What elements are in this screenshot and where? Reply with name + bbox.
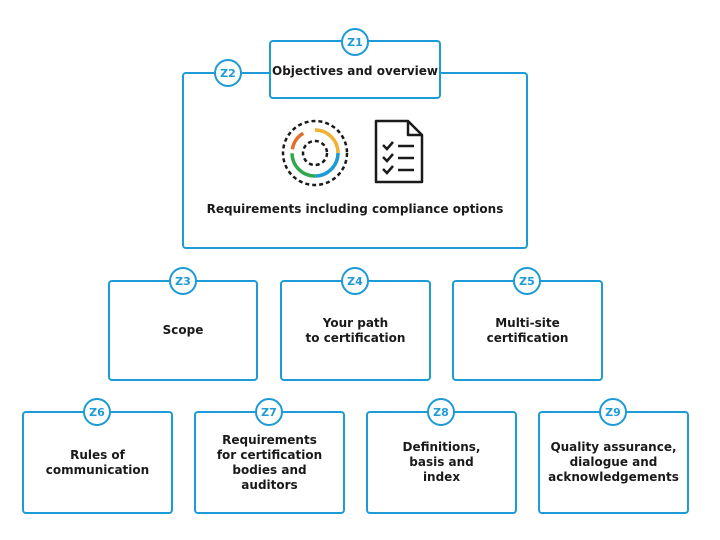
section-z5-label: Multi-site certification — [486, 315, 569, 345]
section-z4-label: Your path to certification — [305, 315, 406, 345]
section-z3-badge: Z3 — [169, 267, 197, 295]
section-z2-label: Requirements including compliance option… — [206, 202, 504, 216]
section-z2-box — [182, 72, 528, 249]
section-z2-badge: Z2 — [214, 59, 242, 87]
section-z1-badge: Z1 — [341, 28, 369, 56]
section-z6-box: Rules of communication — [22, 411, 173, 514]
section-z7-badge: Z7 — [255, 398, 283, 426]
cycle-icon — [281, 119, 349, 187]
section-z5-box: Multi-site certification — [452, 280, 603, 381]
section-z3-label: Scope — [162, 323, 204, 337]
section-z8-box: Definitions, basis and index — [366, 411, 517, 514]
section-z7-label: Requirements for certification bodies an… — [216, 432, 323, 492]
section-z1-label: Objectives and overview — [272, 64, 438, 78]
section-z6-label: Rules of communication — [45, 447, 150, 477]
section-z5-badge: Z5 — [513, 267, 541, 295]
section-z8-badge: Z8 — [427, 398, 455, 426]
section-z6-badge: Z6 — [83, 398, 111, 426]
section-z4-badge: Z4 — [341, 267, 369, 295]
section-z3-box: Scope — [108, 280, 258, 381]
section-z9-label: Quality assurance, dialogue and acknowle… — [548, 440, 679, 484]
section-z7-box: Requirements for certification bodies an… — [194, 411, 345, 514]
checklist-document-icon — [374, 119, 424, 184]
section-z4-box: Your path to certification — [280, 280, 431, 381]
section-z8-label: Definitions, basis and index — [402, 440, 481, 484]
section-z9-badge: Z9 — [599, 398, 627, 426]
section-z9-box: Quality assurance, dialogue and acknowle… — [538, 411, 689, 514]
